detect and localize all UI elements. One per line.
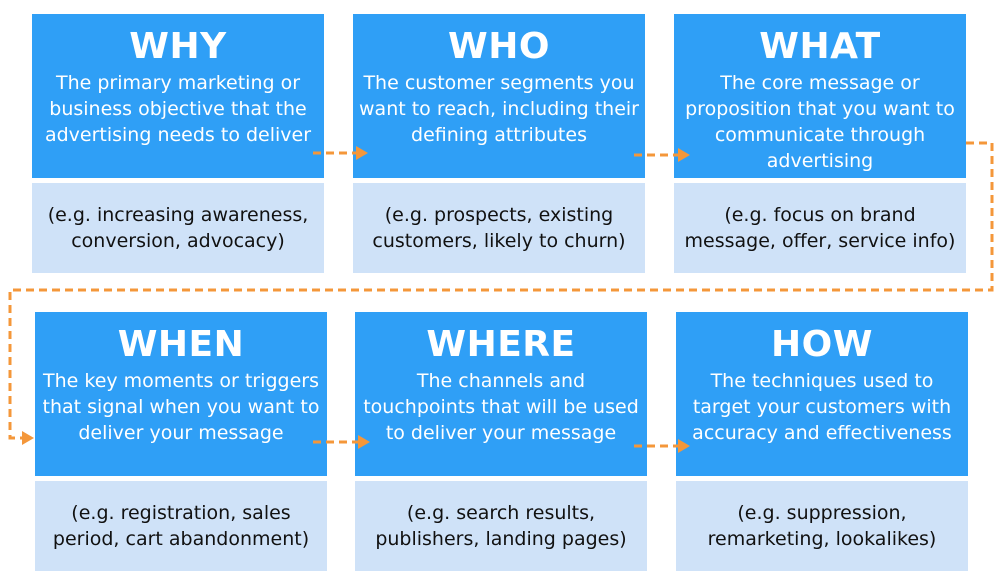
card-why: WHY The primary marketing or business ob… — [32, 14, 324, 273]
card-description: The primary marketing or business object… — [44, 72, 312, 146]
card-description: The key moments or triggers that signal … — [42, 370, 320, 444]
arrowhead-icon — [678, 148, 690, 162]
card-who: WHO The customer segments you want to re… — [353, 14, 645, 273]
card-where: WHERE The channels and touchpoints that … — [355, 312, 647, 571]
card-title: WHERE — [426, 324, 576, 365]
card-example: (e.g. increasing awareness, conversion, … — [32, 183, 324, 273]
card-example: (e.g. suppression, remarketing, lookalik… — [676, 481, 968, 571]
arrowhead-icon — [678, 439, 690, 453]
card-description: The core message or proposition that you… — [685, 72, 955, 172]
card-header: WHEN The key moments or triggers that si… — [35, 312, 327, 476]
card-example: (e.g. registration, sales period, cart a… — [35, 481, 327, 571]
card-title: WHY — [129, 26, 227, 67]
card-when: WHEN The key moments or triggers that si… — [35, 312, 327, 571]
card-header: WHY The primary marketing or business ob… — [32, 14, 324, 178]
arrowhead-icon — [22, 431, 34, 445]
arrowhead-icon — [358, 435, 370, 449]
card-header: WHO The customer segments you want to re… — [353, 14, 645, 178]
card-description: The customer segments you want to reach,… — [359, 72, 639, 146]
card-example: (e.g. focus on brand message, offer, ser… — [674, 183, 966, 273]
card-example: (e.g. prospects, existing customers, lik… — [353, 183, 645, 273]
card-header: HOW The techniques used to target your c… — [676, 312, 968, 476]
card-example: (e.g. search results, publishers, landin… — [355, 481, 647, 571]
card-how: HOW The techniques used to target your c… — [676, 312, 968, 571]
card-title: WHO — [448, 26, 550, 67]
card-description: The channels and touchpoints that will b… — [363, 370, 639, 444]
card-header: WHERE The channels and touchpoints that … — [355, 312, 647, 476]
arrow-what-to-when — [8, 141, 994, 440]
arrowhead-icon — [356, 146, 368, 160]
card-title: HOW — [771, 324, 873, 365]
card-title: WHAT — [759, 26, 881, 67]
card-title: WHEN — [117, 324, 245, 365]
card-header: WHAT The core message or proposition tha… — [674, 14, 966, 178]
card-what: WHAT The core message or proposition tha… — [674, 14, 966, 273]
card-description: The techniques used to target your custo… — [692, 370, 952, 444]
